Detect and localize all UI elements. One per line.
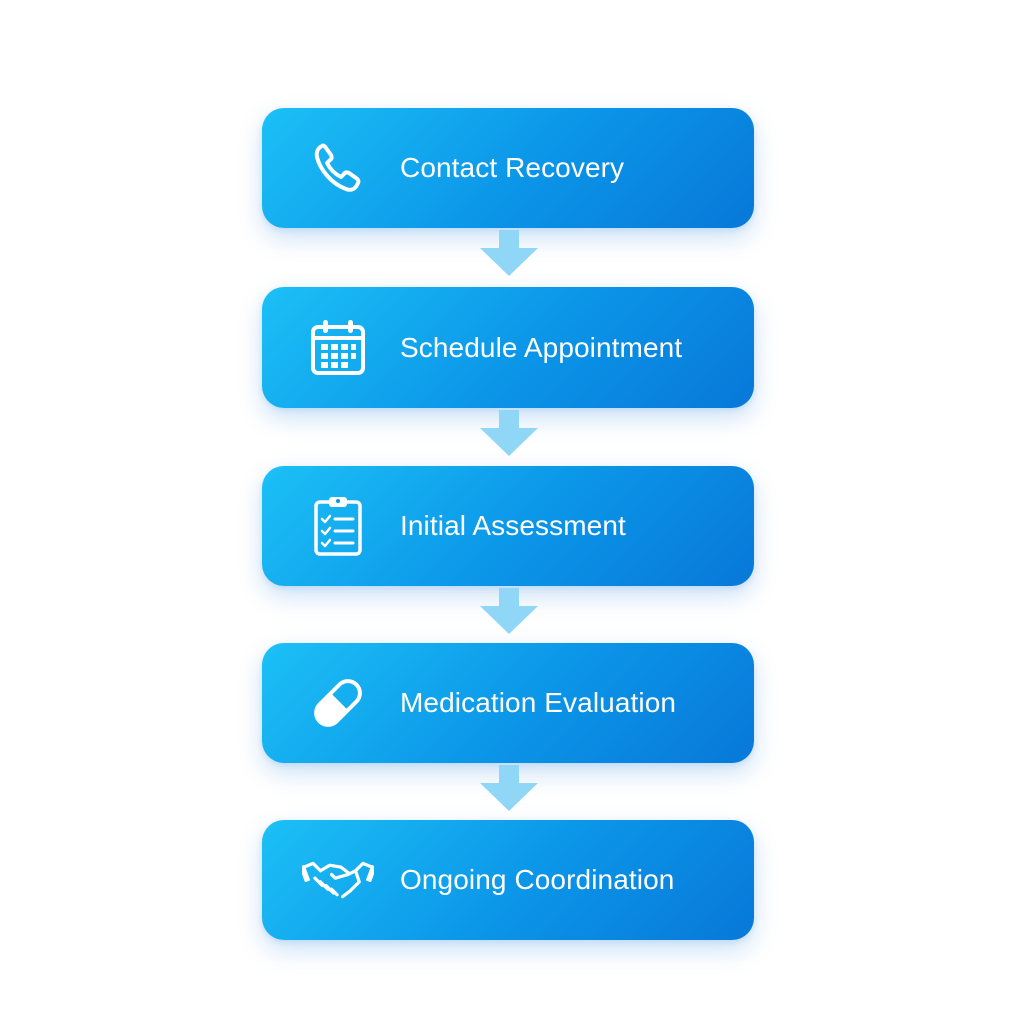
calendar-icon — [302, 316, 374, 380]
pill-capsule-icon — [302, 671, 374, 735]
step-label: Schedule Appointment — [400, 331, 683, 363]
step-label: Medication Evaluation — [400, 687, 677, 718]
step-label: Contact Recovery — [400, 152, 625, 183]
step-label: Ongoing Coordination — [400, 864, 675, 895]
arrow-down-icon — [478, 586, 540, 636]
arrow-down-icon — [478, 228, 540, 278]
step-medication-evaluation[interactable]: Medication Evaluation — [262, 643, 754, 763]
step-contact-recovery[interactable]: Contact Recovery — [262, 108, 754, 228]
step-label: Initial Assessment — [400, 510, 626, 541]
phone-icon — [302, 136, 374, 200]
arrow-down-icon — [478, 763, 540, 813]
step-schedule-appointment[interactable]: Schedule Appointment — [262, 287, 754, 408]
clipboard-checklist-icon — [302, 494, 374, 558]
step-ongoing-coordination[interactable]: Ongoing Coordination — [262, 820, 754, 940]
handshake-icon — [302, 848, 374, 912]
arrow-down-icon — [478, 408, 540, 458]
step-initial-assessment[interactable]: Initial Assessment — [262, 466, 754, 586]
